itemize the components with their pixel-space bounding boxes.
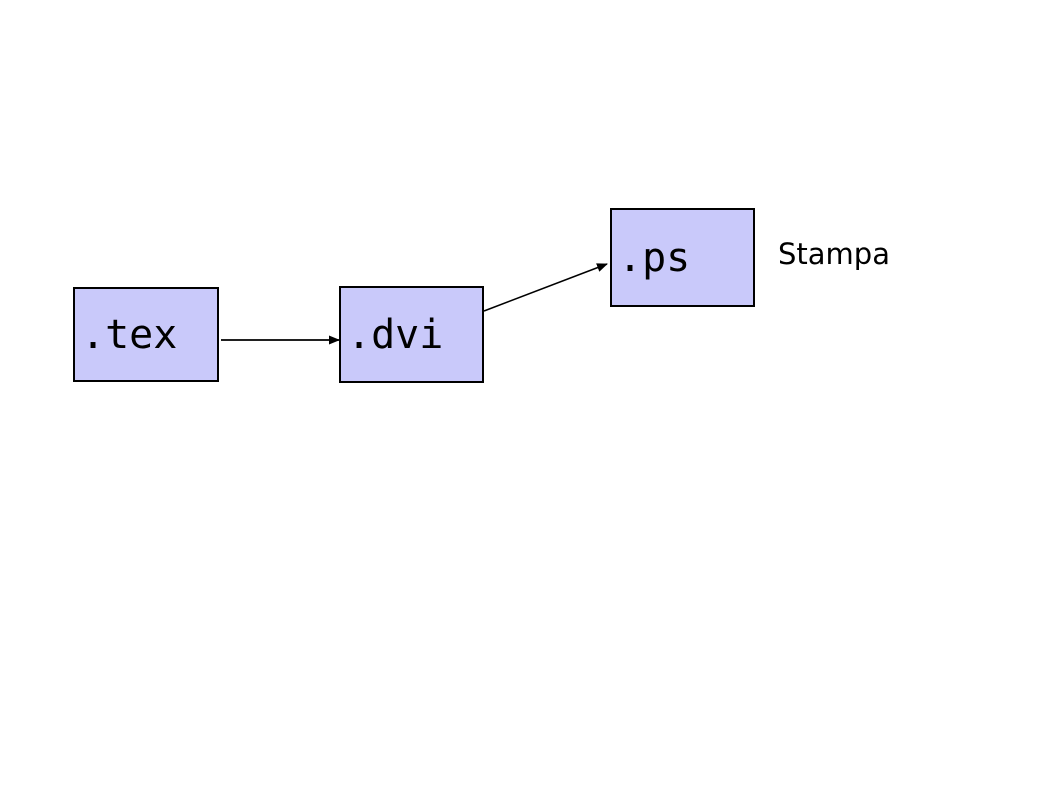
- node-ps-label: .ps: [618, 234, 691, 281]
- node-ps[interactable]: .ps: [610, 208, 755, 307]
- node-dvi-label: .dvi: [347, 311, 444, 358]
- node-dvi[interactable]: .dvi: [339, 286, 484, 383]
- annotation-stampa: Stampa: [778, 237, 890, 271]
- node-tex[interactable]: .tex: [73, 287, 219, 382]
- node-tex-label: .tex: [81, 311, 178, 358]
- edge-dvi-to-ps: [483, 263, 608, 312]
